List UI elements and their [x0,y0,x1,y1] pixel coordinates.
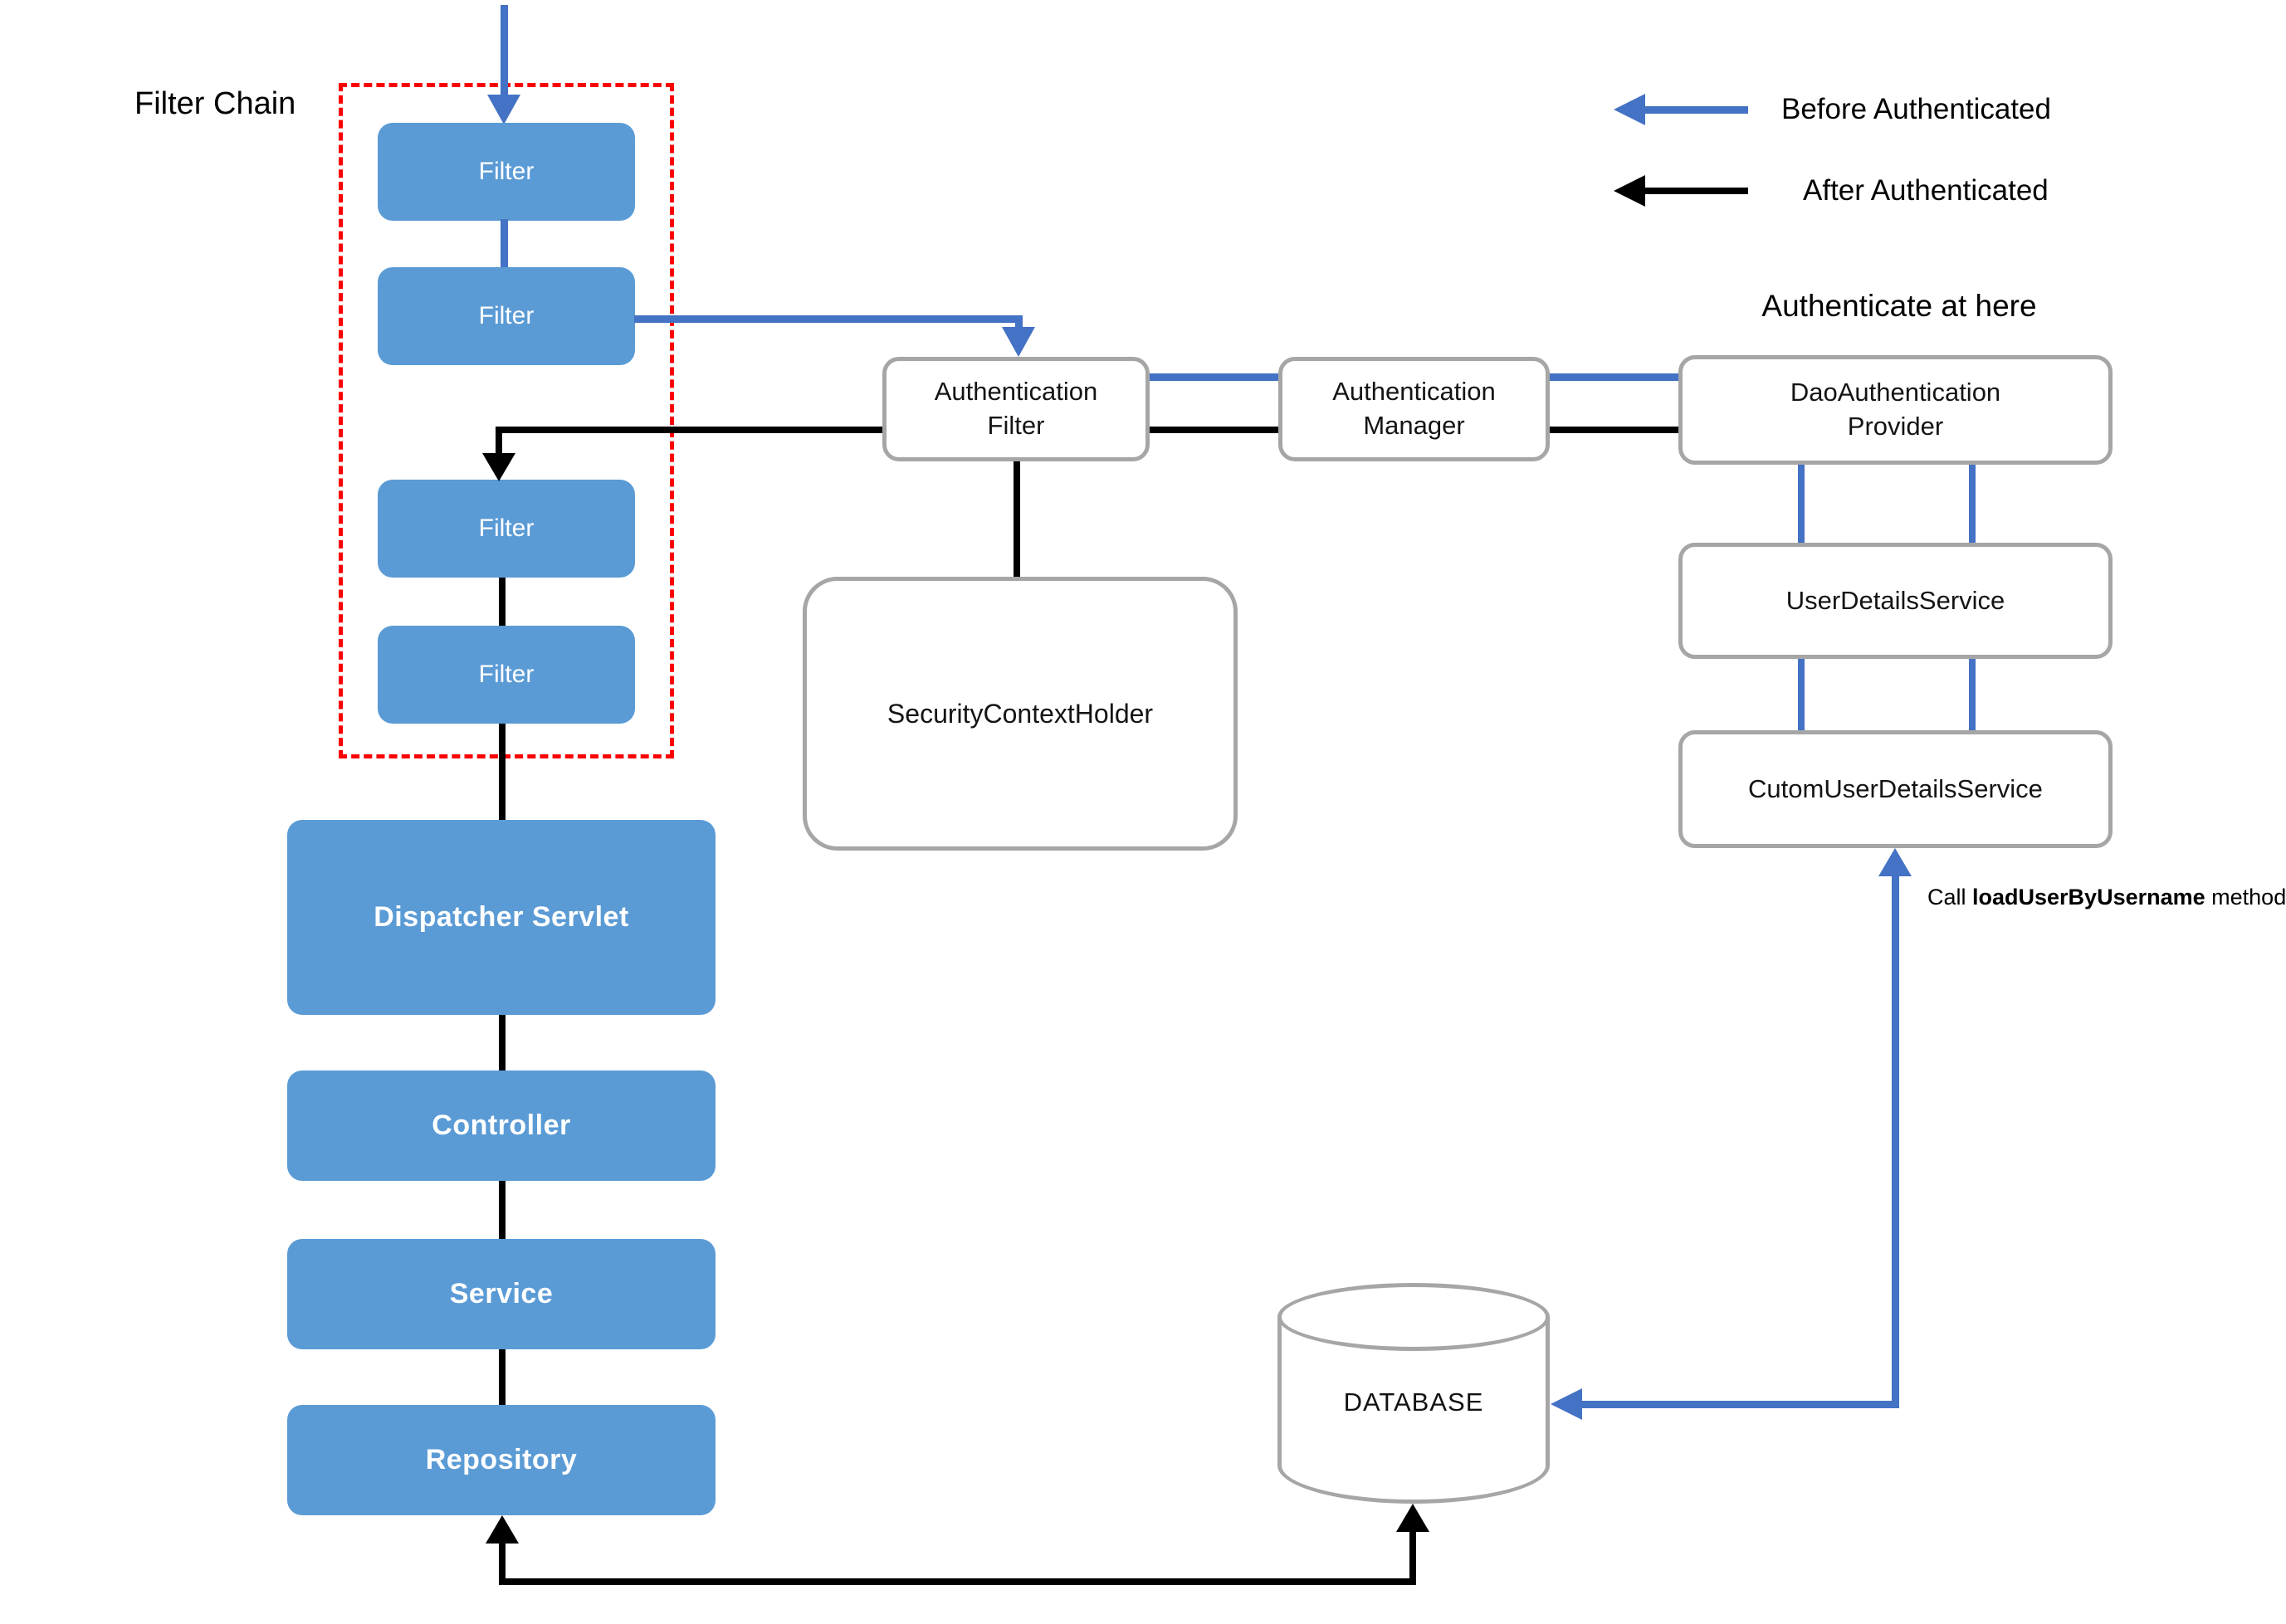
custom-user-details-service-box: CutomUserDetailsService [1678,730,2113,848]
filter-box-1-label: Filter [478,158,535,185]
dispatcher-servlet-label: Dispatcher Servlet [374,901,629,933]
authentication-manager-label: Authentication Manager [1332,377,1496,440]
repository-label: Repository [425,1444,578,1475]
cuds-return-arrow-head-icon [1878,848,1912,876]
user-details-service-label: UserDetailsService [1785,585,2005,615]
controller-label: Controller [432,1109,571,1141]
security-context-holder-label: SecurityContextHolder [887,698,1154,729]
entry-arrow-head-icon [487,95,520,124]
database-blue-arrow-head-icon [1551,1388,1582,1420]
database-label: DATABASE [1343,1387,1484,1417]
legend-after-arrow-icon [1614,175,1645,207]
service-label: Service [449,1278,554,1309]
database-label-wrap: DATABASE [1277,1378,1550,1427]
bottom-path-right-riser [1409,1530,1416,1585]
load-user-note: Call loadUserByUsername method [1927,885,2286,910]
authfilter-manager-blue-line [1150,373,1278,381]
authenticate-here-label: Authenticate at here [1761,289,2037,323]
legend-before-arrow-icon [1614,94,1645,125]
filter-box-2: Filter [378,267,635,365]
load-user-note-bold: loadUserByUsername [1972,885,2205,910]
dao-authentication-provider-box: DaoAuthentication Provider [1678,355,2113,465]
filter-box-1: Filter [378,123,635,221]
filter-box-4: Filter [378,626,635,724]
db-cuds-vertical-line [1892,875,1899,1408]
bottom-path-horizontal [499,1578,1416,1585]
filter-box-3-label: Filter [478,515,535,542]
database-cylinder-top [1277,1283,1550,1351]
dao-authentication-provider-label: DaoAuthentication Provider [1790,378,2001,441]
filter3-entry-arrow-head-icon [482,453,515,481]
authentication-manager-box: Authentication Manager [1278,357,1550,461]
custom-user-details-service-label: CutomUserDetailsService [1748,773,2043,803]
legend-before-arrow-shaft [1644,106,1748,114]
dao-uds-connector-left [1798,465,1805,543]
user-details-service-box: UserDetailsService [1678,543,2113,659]
filter-box-2-label: Filter [478,302,535,329]
security-context-holder-box: SecurityContextHolder [803,577,1238,851]
filter-chain-label: Filter Chain [134,86,296,121]
authfilter-to-chain-line [496,427,882,433]
dispatcher-controller-connector [499,1015,506,1070]
service-box: Service [287,1239,716,1349]
filter1-filter2-connector [501,219,508,267]
entry-arrow-shaft [501,5,508,96]
authentication-filter-label: Authentication Filter [934,377,1098,440]
authfilter-to-chain-drop [496,427,502,455]
service-repository-connector [499,1349,506,1405]
bottom-path-left-riser [499,1540,506,1585]
load-user-note-prefix: Call [1927,885,1973,910]
manager-dao-blue-line [1550,373,1678,381]
filter-box-4-label: Filter [478,661,535,688]
filter-box-3: Filter [378,480,635,578]
controller-service-connector [499,1181,506,1239]
uds-cuds-connector-left [1798,659,1805,730]
legend-after-arrow-shaft [1644,188,1748,194]
legend-before-label: Before Authenticated [1781,93,2051,125]
authfilter-manager-black-line [1150,427,1278,433]
repository-return-arrow-head-icon [486,1515,519,1544]
uds-cuds-connector-right [1969,659,1976,730]
authentication-filter-box: Authentication Filter [882,357,1150,461]
authfilter-entry-arrow-head-icon [1002,327,1035,357]
filter2-to-authfilter-line [634,315,1023,323]
dispatcher-servlet-box: Dispatcher Servlet [287,820,716,1015]
repository-box: Repository [287,1405,716,1515]
filter2-to-authfilter-drop [1015,315,1023,330]
dao-uds-connector-right [1969,465,1976,543]
database-entry-arrow-head-icon [1396,1504,1429,1532]
load-user-note-suffix: method [2205,885,2286,910]
authfilter-sch-connector [1014,461,1020,577]
manager-dao-black-line [1550,427,1678,433]
db-cuds-horizontal-line [1577,1401,1899,1408]
legend-after-label: After Authenticated [1803,174,2049,207]
controller-box: Controller [287,1070,716,1181]
filter3-filter4-connector [499,578,506,626]
filter4-dispatcher-connector [499,724,506,820]
